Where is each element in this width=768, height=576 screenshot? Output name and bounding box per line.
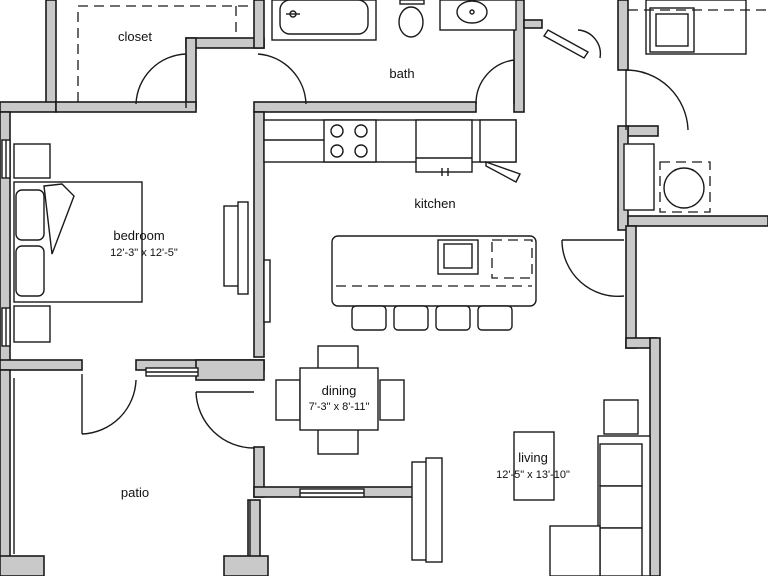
closet-shelving [77, 5, 248, 102]
kitchen-island [331, 235, 537, 307]
bar-stools [351, 305, 513, 331]
room-labels: closet bath kitchen bedroom 12'-3" x 12'… [110, 29, 570, 500]
bedroom-label: bedroom [113, 228, 164, 243]
stove [323, 119, 377, 163]
kitchen-sink [415, 119, 473, 176]
washer-dryer-top [628, 0, 768, 55]
living-size: 12'-5" x 13'-10" [496, 469, 570, 481]
coffee-table [513, 431, 555, 501]
bath-label: bath [389, 66, 414, 81]
patio-label: patio [121, 485, 149, 500]
doors [13, 29, 689, 556]
bath-vanity [439, 0, 517, 31]
side-table [603, 399, 639, 435]
living-label: living [518, 450, 548, 465]
windows [1, 139, 365, 498]
toilet [398, 0, 425, 38]
refrigerator [479, 119, 521, 183]
kitchen-counter [263, 119, 517, 163]
bedroom-size: 12'-3" x 12'-5" [110, 247, 178, 259]
kitchen-label: kitchen [414, 196, 455, 211]
bathtub [271, 0, 377, 41]
water-heater [623, 143, 711, 213]
dining-set [275, 345, 405, 455]
living-tv [411, 457, 443, 563]
bed [13, 181, 143, 303]
dining-size: 7'-3" x 8'-11" [309, 401, 370, 413]
sofa [549, 435, 651, 576]
nightstands [13, 143, 51, 343]
bedroom-tv [223, 201, 271, 323]
dining-label: dining [322, 383, 357, 398]
closet-label: closet [118, 29, 152, 44]
